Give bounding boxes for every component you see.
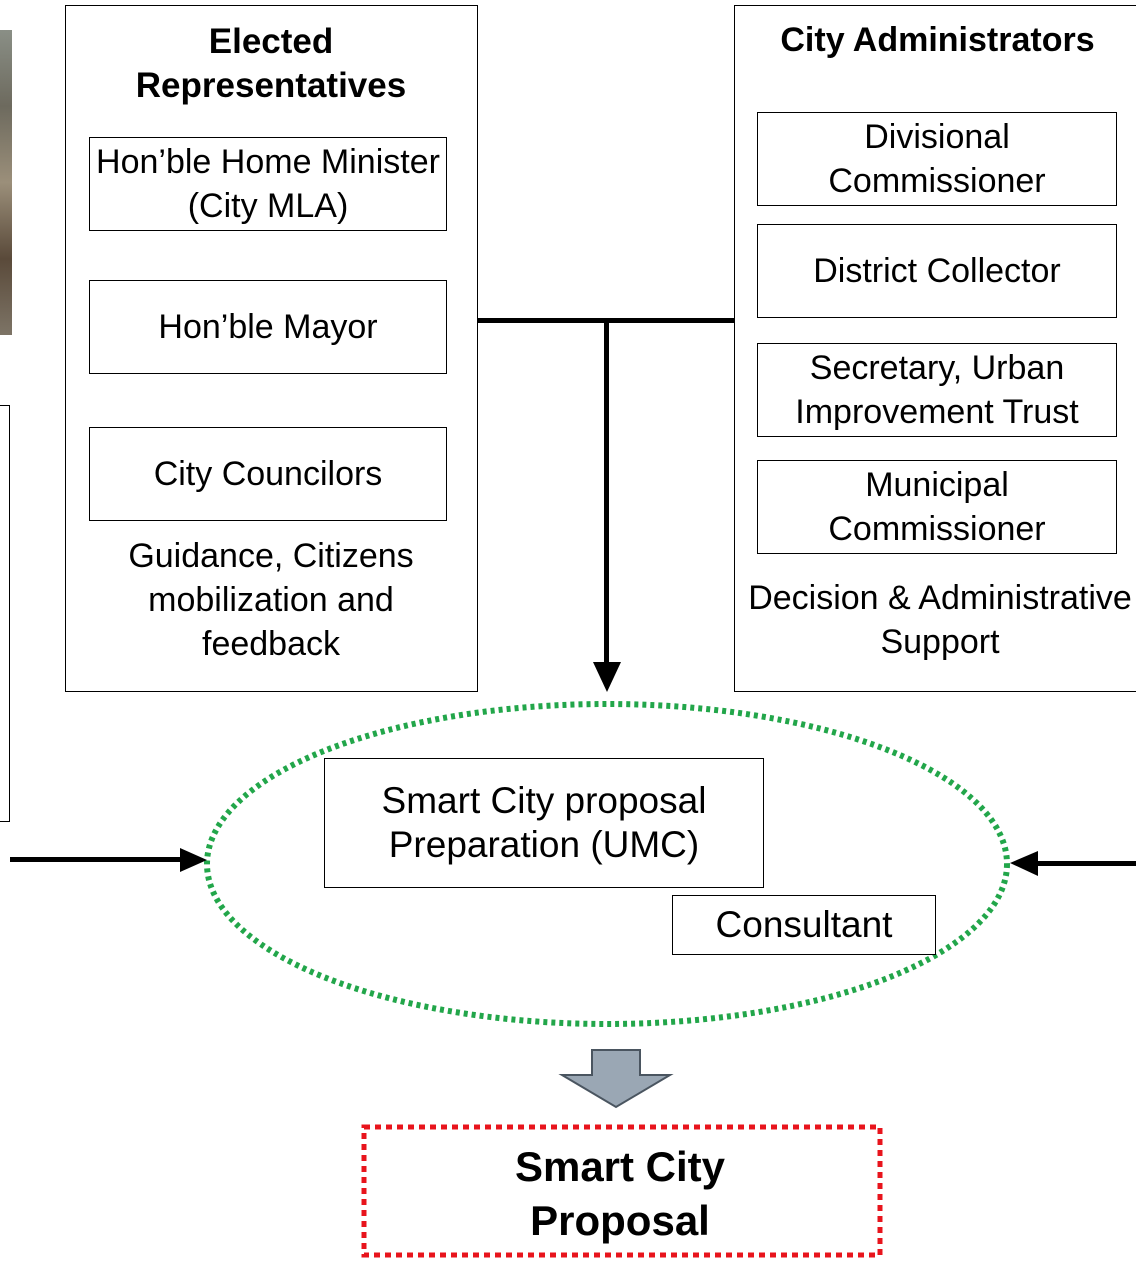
member-secretary-uit: Secretary, Urban Improvement Trust <box>757 343 1117 437</box>
proposal-preparation-box: Smart City proposal Preparation (UMC) <box>324 758 764 888</box>
elected-role-description: Guidance, Citizens mobilization and feed… <box>128 537 414 663</box>
connector-vertical <box>604 318 609 663</box>
down-block-arrow <box>558 1049 674 1109</box>
smart-city-proposal-output: Smart City Proposal <box>514 1143 726 1244</box>
member-district-collector: District Collector <box>757 224 1117 318</box>
connector-left <box>10 857 184 862</box>
elected-representatives-title: Elected Representatives <box>135 22 407 105</box>
elected-representatives-panel: Elected Representatives Hon’ble Home Min… <box>65 5 478 692</box>
member-mayor: Hon’ble Mayor <box>89 280 447 374</box>
right-arrowhead <box>180 848 207 872</box>
consultant-box: Consultant <box>672 895 936 955</box>
city-administrators-panel: City Administrators Divisional Commissio… <box>734 5 1136 692</box>
down-arrowhead <box>593 662 621 692</box>
connector-right <box>1035 861 1136 866</box>
left-arrowhead <box>1010 851 1038 876</box>
proposal-process-ellipse <box>204 701 1010 1027</box>
city-administrators-title: City Administrators <box>780 21 1095 59</box>
left-panel-partial <box>0 405 10 822</box>
member-divisional-commissioner: Divisional Commissioner <box>757 112 1117 206</box>
cropped-photo <box>0 30 12 335</box>
admin-role-description: Decision & Administrative Support <box>748 579 1132 661</box>
member-municipal-commissioner: Municipal Commissioner <box>757 460 1117 554</box>
member-home-minister: Hon’ble Home Minister (City MLA) <box>89 137 447 231</box>
member-city-councilors: City Councilors <box>89 427 447 521</box>
output-border <box>361 1124 883 1258</box>
